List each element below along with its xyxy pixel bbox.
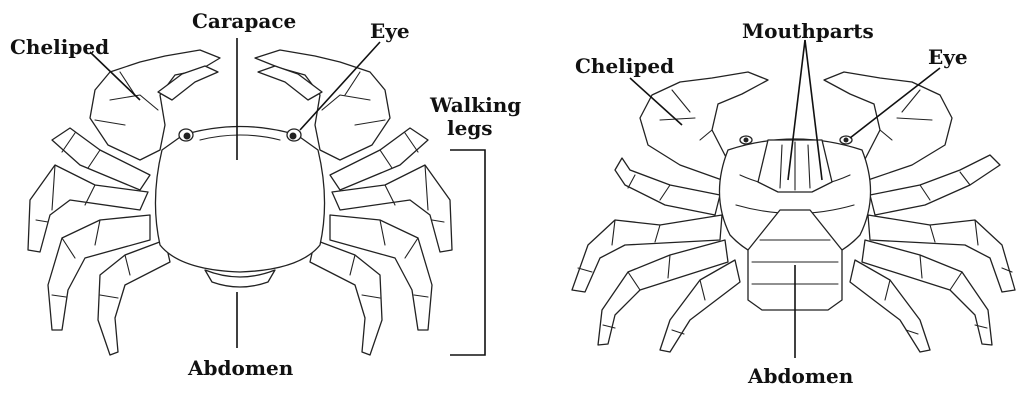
label-abdomen-ventral: Abdomen: [747, 364, 854, 388]
label-carapace: Carapace: [192, 9, 296, 33]
label-mouthparts: Mouthparts: [742, 19, 874, 43]
dorsal-eye-right: [287, 129, 301, 141]
ventral-walking-legs-left: [572, 158, 740, 352]
label-walking-legs-line1: Walking: [429, 93, 521, 117]
dorsal-carapace: [155, 127, 324, 273]
ventral-walking-legs-right: [850, 155, 1015, 352]
dorsal-walking-legs-left: [28, 128, 170, 355]
label-cheliped-ventral: Cheliped: [575, 54, 674, 78]
ventral-crab-view: Cheliped Mouthparts Eye Abdomen: [572, 19, 1015, 388]
label-eye-ventral: Eye: [928, 45, 968, 69]
label-cheliped-dorsal: Cheliped: [10, 35, 109, 59]
label-walking-legs-line2: legs: [447, 116, 493, 140]
label-abdomen-dorsal: Abdomen: [187, 356, 294, 380]
dorsal-eye-left: [179, 129, 193, 141]
ventral-eye-left: [740, 136, 752, 144]
dorsal-crab-view: Cheliped Carapace Eye Walking legs Abdom…: [10, 9, 521, 380]
label-eye-dorsal: Eye: [370, 19, 410, 43]
dorsal-walking-legs-right: [310, 128, 452, 355]
walking-legs-bracket: [450, 150, 485, 355]
